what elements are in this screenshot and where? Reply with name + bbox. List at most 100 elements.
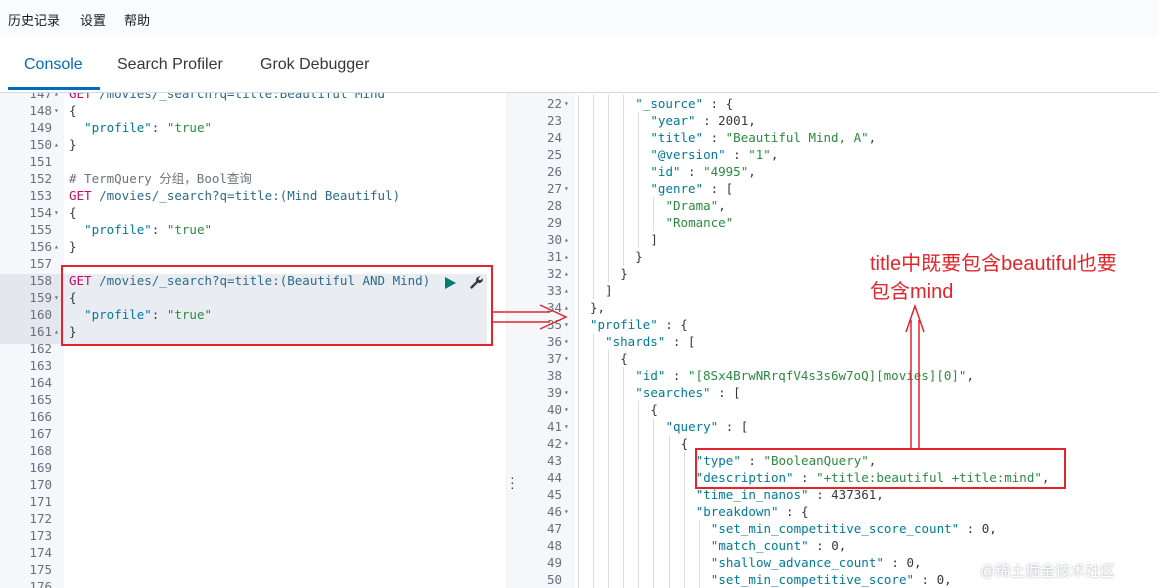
fold-toggle-icon[interactable]: ▾ <box>54 293 59 302</box>
top-menu: 历史记录 设置 帮助 <box>0 0 1158 36</box>
fold-toggle-icon[interactable]: ▾ <box>564 388 569 397</box>
indent-guide <box>668 554 670 571</box>
code-token: "year" <box>650 113 696 128</box>
line-number: 22 <box>546 96 562 111</box>
code-token: }, <box>590 300 606 315</box>
line-number: 165 <box>29 392 52 407</box>
resizer-handle-icon[interactable]: ··· <box>510 469 515 495</box>
indent-guide <box>623 435 625 452</box>
indent-guide <box>638 537 640 554</box>
indent-guide <box>608 214 610 231</box>
indent-guide <box>638 418 640 435</box>
wrench-icon[interactable] <box>468 275 484 291</box>
code-token: : <box>680 164 704 179</box>
panel-resizer[interactable]: ··· <box>506 93 521 588</box>
fold-toggle-icon[interactable]: ▴ <box>564 252 569 261</box>
indent-guide <box>608 231 610 248</box>
indent-guide <box>668 537 670 554</box>
indent-guide <box>608 401 610 418</box>
output-line: 49"shallow_advance_count" : 0, <box>520 554 1158 571</box>
code-text: } <box>69 323 77 340</box>
fold-toggle-icon[interactable]: ▾ <box>564 507 569 516</box>
editor-line: 169 <box>0 459 506 476</box>
fold-toggle-icon[interactable]: ▾ <box>54 208 59 217</box>
code-text: }, <box>590 299 605 316</box>
indent-guide <box>577 248 579 265</box>
indent-guide <box>623 197 625 214</box>
code-token: } <box>620 266 628 281</box>
code-token: : <box>151 120 167 135</box>
code-text: "set_min_competitive_score" : 0, <box>711 571 952 588</box>
indent-guide <box>593 146 594 163</box>
fold-toggle-icon[interactable]: ▾ <box>564 354 569 363</box>
code-text: "profile" : { <box>590 316 688 333</box>
fold-toggle-icon[interactable]: ▾ <box>564 439 569 448</box>
fold-toggle-icon[interactable]: ▾ <box>564 99 569 108</box>
indent-guide <box>577 214 579 231</box>
fold-toggle-icon[interactable]: ▾ <box>564 320 569 329</box>
code-token: ] <box>650 232 658 247</box>
fold-toggle-icon[interactable]: ▴ <box>564 235 569 244</box>
response-output[interactable]: 22▾"_source" : {23"year" : 2001,24"title… <box>520 93 1158 588</box>
watermark: @稀土掘金技术社区 <box>980 563 1116 580</box>
help-link[interactable]: 帮助 <box>124 13 151 28</box>
code-token: "query" <box>665 419 719 434</box>
line-number: 38 <box>546 368 562 383</box>
indent-guide <box>608 537 610 554</box>
code-text: } <box>69 136 77 153</box>
fold-toggle-icon[interactable]: ▴ <box>54 93 59 98</box>
indent-guide <box>593 520 594 537</box>
indent-guide <box>668 503 670 520</box>
code-text: { <box>650 401 658 418</box>
code-token: : 2001, <box>695 113 756 128</box>
indent-guide <box>638 503 640 520</box>
line-number: 49 <box>546 555 562 570</box>
indent-guide <box>638 401 640 418</box>
request-editor[interactable]: 147▴GET /movies/_search?q=title:Beautifu… <box>0 93 506 588</box>
indent-guide <box>668 452 670 469</box>
code-token: "_source" <box>635 96 704 111</box>
fold-toggle-icon[interactable]: ▴ <box>564 269 569 278</box>
line-number: 147 <box>29 93 52 101</box>
fold-toggle-icon[interactable]: ▴ <box>54 242 59 251</box>
line-number: 26 <box>546 164 562 179</box>
indent-guide <box>577 163 579 180</box>
indent-guide <box>577 554 579 571</box>
fold-toggle-icon[interactable]: ▴ <box>564 286 569 295</box>
play-icon[interactable] <box>445 277 456 289</box>
output-line: 28"Drama", <box>520 197 1158 214</box>
tab-grok-debugger[interactable]: Grok Debugger <box>260 56 370 73</box>
tab-search-profiler[interactable]: Search Profiler <box>117 56 223 73</box>
line-number: 47 <box>546 521 562 536</box>
indent-guide <box>623 384 625 401</box>
line-number: 41 <box>546 419 562 434</box>
fold-toggle-icon[interactable]: ▴ <box>54 327 59 336</box>
code-token: /movies/_search?q=title:(Mind Beautiful) <box>91 188 401 203</box>
indent-guide <box>698 571 700 588</box>
tab-console[interactable]: Console <box>24 56 83 73</box>
output-line: 44"description" : "+title:beautiful +tit… <box>520 469 1158 486</box>
fold-toggle-icon[interactable]: ▾ <box>564 405 569 414</box>
fold-toggle-icon[interactable]: ▾ <box>564 422 569 431</box>
fold-toggle-icon[interactable]: ▴ <box>564 303 569 312</box>
code-token: } <box>69 137 77 152</box>
fold-toggle-icon[interactable]: ▾ <box>564 184 569 193</box>
indent-guide <box>638 180 640 197</box>
output-line: 22▾"_source" : { <box>520 95 1158 112</box>
line-number: 156 <box>29 239 52 254</box>
code-token: "match_count" <box>710 538 809 553</box>
history-link[interactable]: 历史记录 <box>8 13 61 28</box>
fold-toggle-icon[interactable]: ▴ <box>54 140 59 149</box>
code-token: : [ <box>718 419 749 434</box>
code-token: : [ <box>665 334 696 349</box>
code-token: "true" <box>166 307 213 322</box>
code-token: "BooleanQuery" <box>763 453 869 468</box>
settings-link[interactable]: 设置 <box>80 13 107 28</box>
code-token: ] <box>605 283 613 298</box>
code-token: : 0, <box>808 538 847 553</box>
fold-toggle-icon[interactable]: ▾ <box>54 106 59 115</box>
fold-toggle-icon[interactable]: ▾ <box>564 337 569 346</box>
output-line: 39▾"searches" : [ <box>520 384 1158 401</box>
indent-guide <box>608 197 610 214</box>
